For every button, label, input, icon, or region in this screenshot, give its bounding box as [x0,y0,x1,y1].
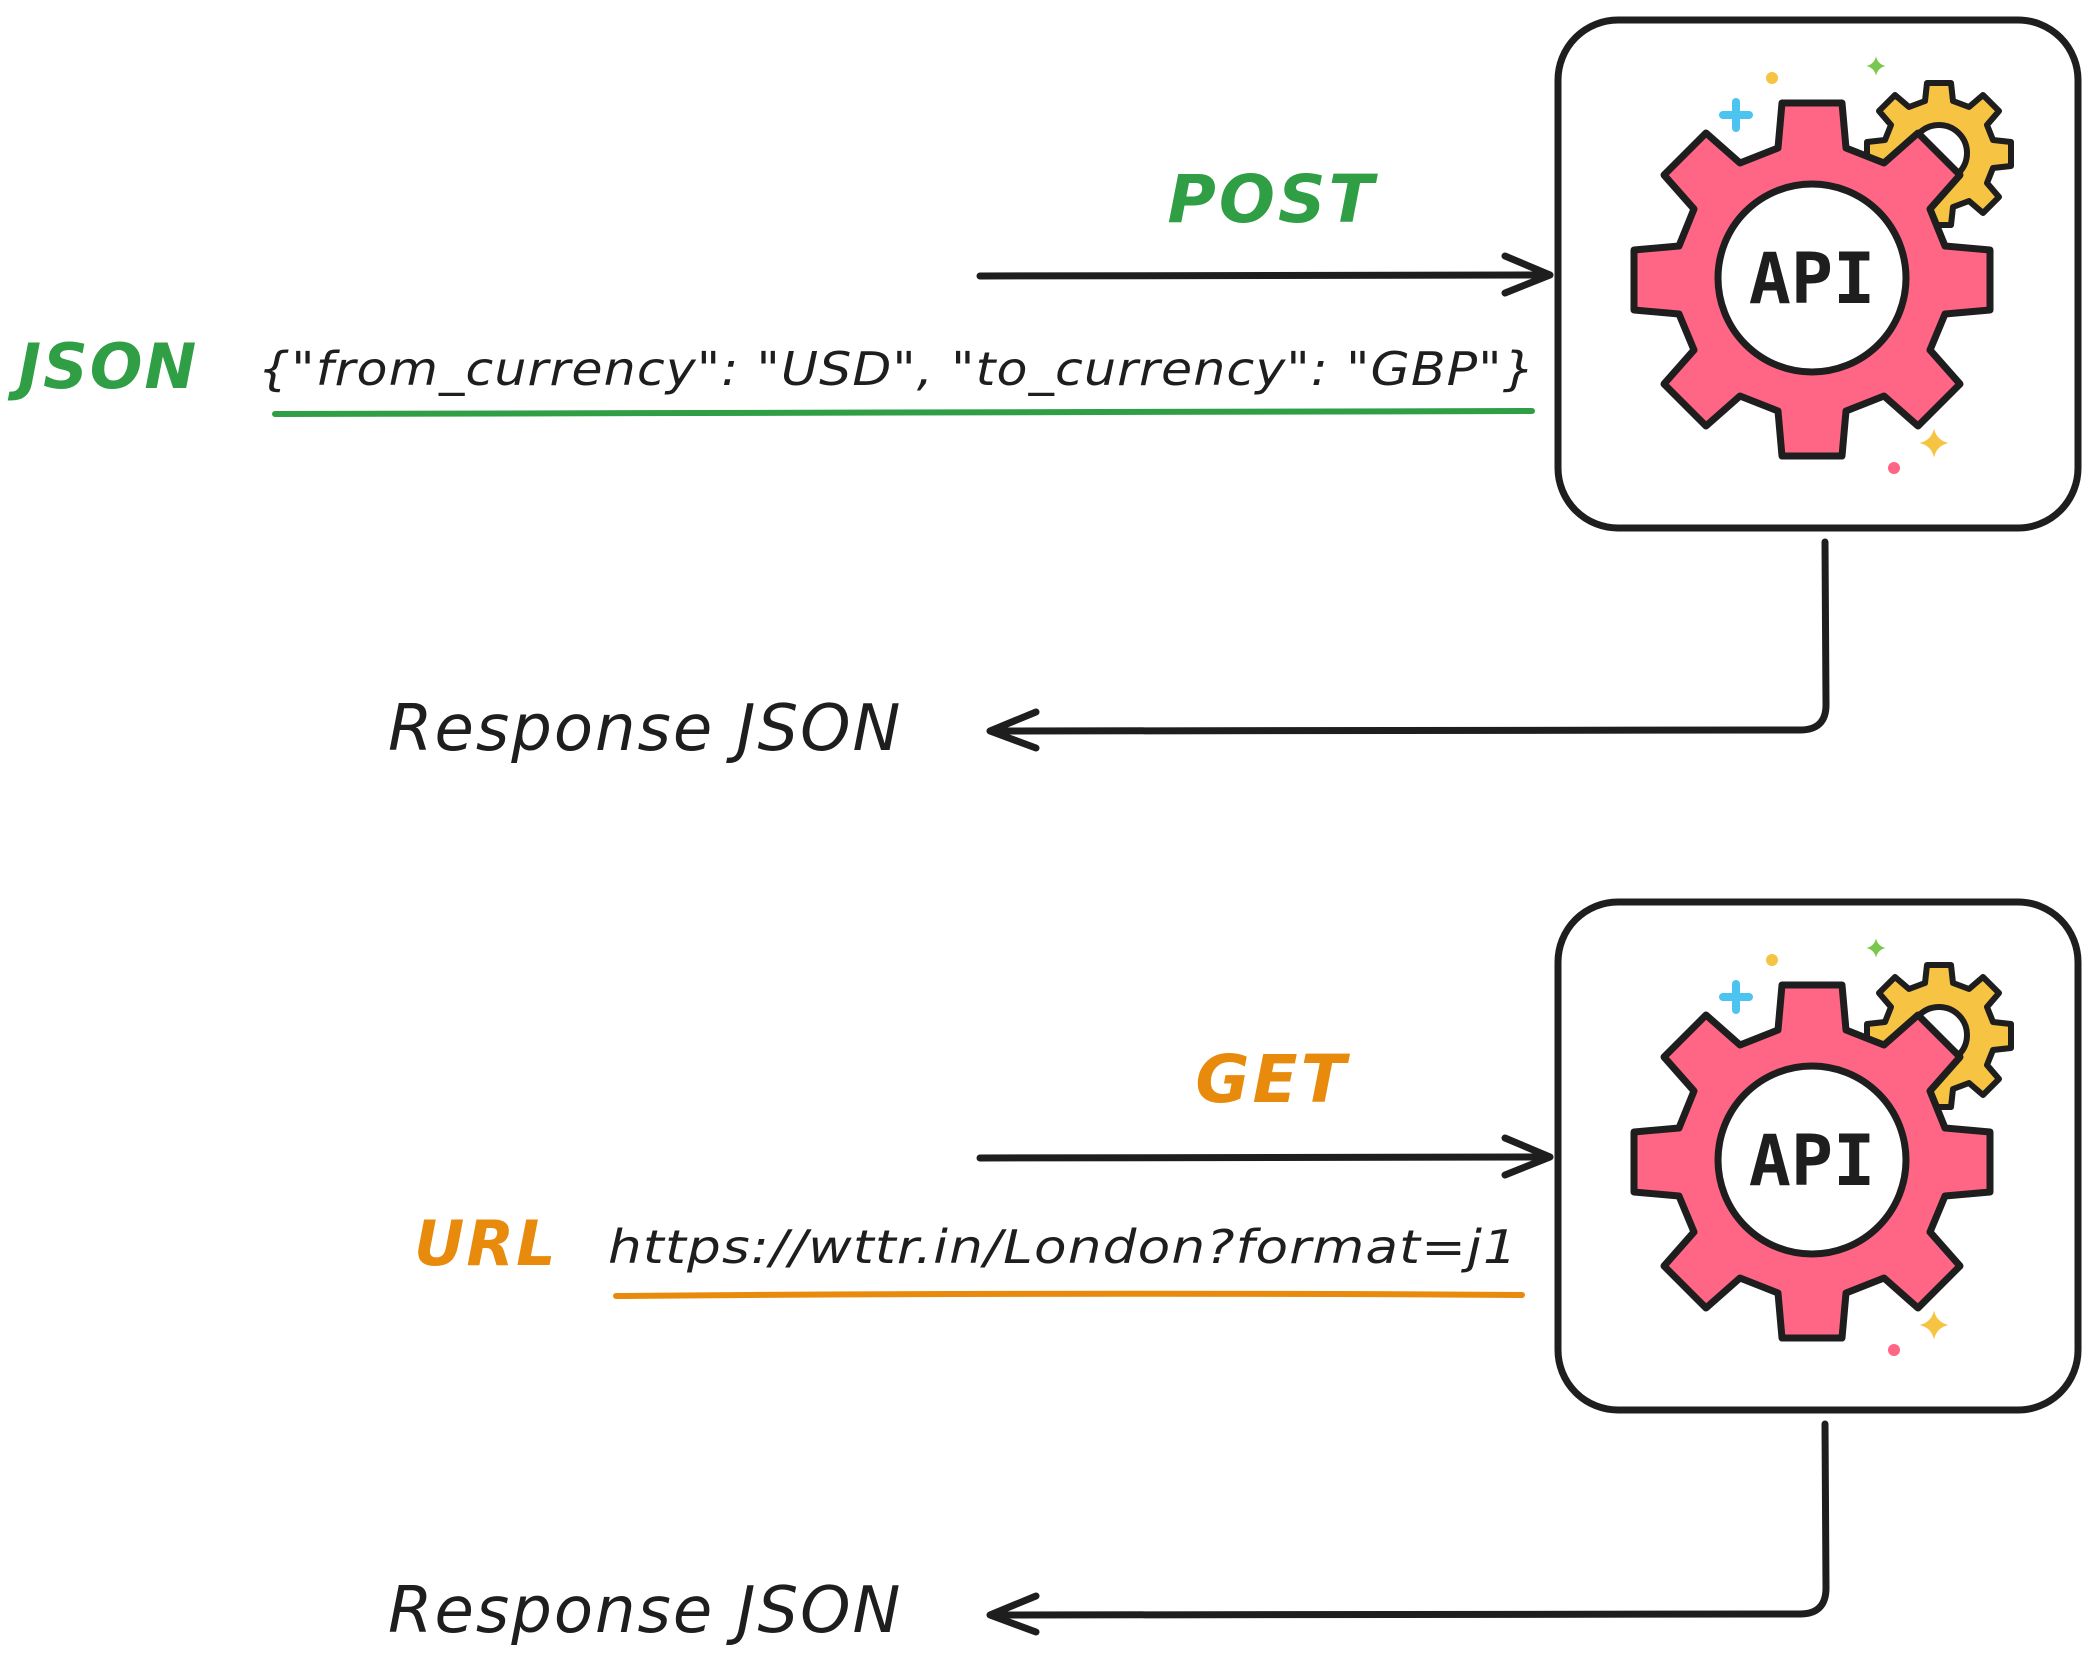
response-arrow [986,538,1830,752]
api-box: API [1554,16,2082,532]
api-gear-icon: API [1634,938,2011,1356]
post-method-label: POST [1167,161,1378,238]
response-label: Response JSON [388,1574,902,1648]
post-flow: POST JSON {"from_currency": "USD", "to_c… [7,16,2082,766]
get-flow: GET URL https://wttr.in/London?format=j1… [388,898,2082,1648]
payload-text: https://wttr.in/London?format=j1 [608,1220,1518,1274]
response-label: Response JSON [388,692,902,766]
api-gear-icon: API [1634,56,2011,474]
sparkle-icon [1719,938,1949,1356]
payload-text: {"from_currency": "USD", "to_currency": … [258,342,1536,396]
payload-underline [272,407,1535,417]
payload-underline [613,1290,1525,1299]
api-label: API [1749,1120,1875,1202]
get-method-label: GET [1195,1041,1350,1118]
payload-type-label: JSON [7,330,198,403]
payload-type-label: URL [414,1207,558,1280]
request-arrow [976,1134,1554,1179]
response-arrow [986,1420,1830,1636]
api-box: API [1554,898,2082,1414]
api-label: API [1749,238,1875,320]
request-arrow [976,252,1554,297]
sparkle-icon [1719,56,1949,474]
